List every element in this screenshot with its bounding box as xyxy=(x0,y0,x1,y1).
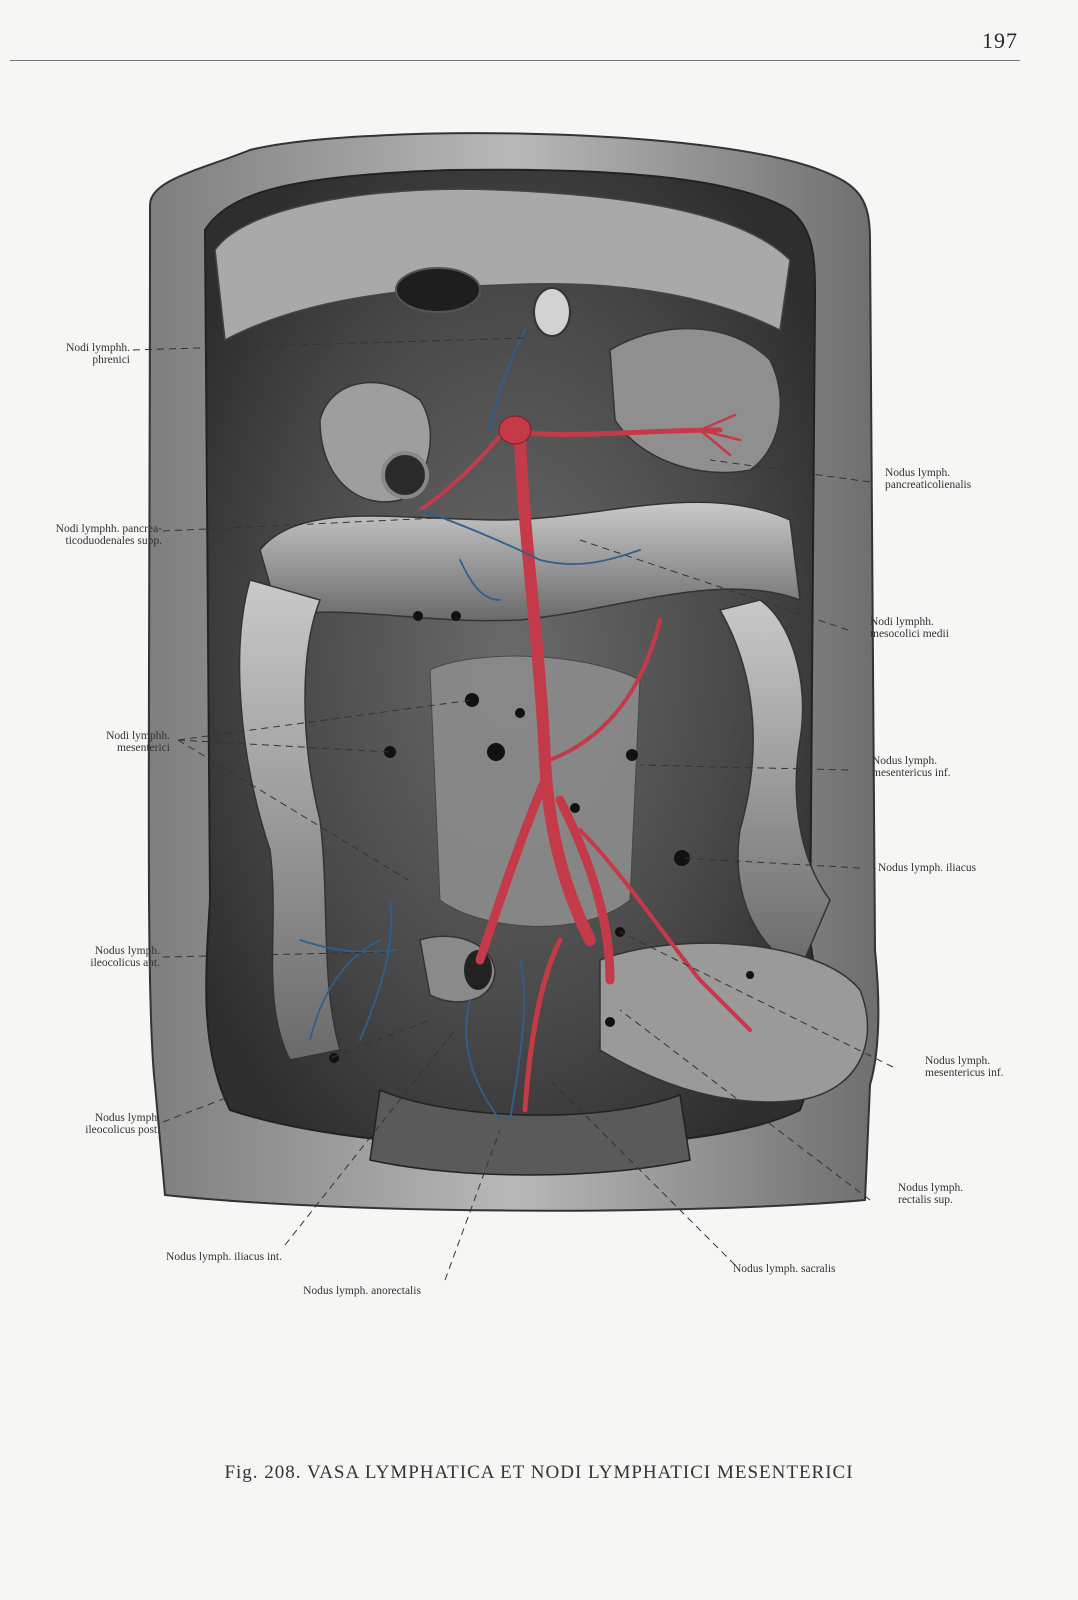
lymph-node xyxy=(487,743,505,761)
label-line: phrenici xyxy=(92,354,130,366)
label-nodi-phrenici: Nodi lymphh. phrenici xyxy=(20,342,130,366)
label-pancreaticolienalis: Nodus lymph. pancreaticolienalis xyxy=(885,467,1035,491)
label-line: Nodi lymphh. pancrea- xyxy=(55,523,162,535)
leader-pancreaticoduodenales xyxy=(162,517,439,532)
leader-mesentericus-inf-b xyxy=(619,931,894,1068)
label-line: mesocolici medii xyxy=(870,628,949,640)
pelvis xyxy=(369,1088,691,1176)
leader-rectalis-sup xyxy=(619,1009,871,1201)
stomach xyxy=(609,327,782,474)
lymph-nodes xyxy=(329,611,754,1063)
label-line: Nodus lymph. xyxy=(885,467,951,479)
label-nodi-mesenterici: Nodi lymphh. mesenterici xyxy=(50,730,170,754)
lymph-vessels xyxy=(299,329,641,1121)
lymph-node xyxy=(413,611,423,621)
label-line: pancreaticolienalis xyxy=(885,479,972,491)
label-mesentericus-inf: Nodus lymph. mesentericus inf. xyxy=(872,755,1022,779)
common-iliac-right xyxy=(555,795,615,985)
leader-mesenterici-a xyxy=(177,699,473,741)
lymph-node xyxy=(515,708,525,718)
label-line: Nodus lymph. xyxy=(925,1055,991,1067)
aortic-bulb xyxy=(498,415,532,445)
label-line: Nodus lymph. iliacus xyxy=(878,862,977,874)
lymph-node xyxy=(746,971,754,979)
inferior-mesenteric xyxy=(548,618,662,762)
label-line: Nodi lymphh. xyxy=(66,342,130,354)
label-line: Nodus lymph. xyxy=(898,1182,964,1194)
label-mesentericus-inf-b: Nodus lymph. mesentericus inf. xyxy=(925,1055,1055,1079)
ascending-colon xyxy=(238,579,341,1061)
label-sacralis: Nodus lymph. sacralis xyxy=(733,1263,903,1275)
lymph-node xyxy=(451,611,461,621)
sigmoid-branch xyxy=(578,828,752,1032)
label-line: Nodi lymphh. xyxy=(106,730,170,742)
label-line: Nodus lymph. xyxy=(94,1112,160,1124)
label-line: rectalis sup. xyxy=(898,1194,953,1206)
leader-iliacus xyxy=(681,857,861,869)
header-rule xyxy=(10,60,1020,61)
lymph-node xyxy=(570,803,580,813)
ileum-lumen xyxy=(464,950,492,990)
label-line: mesenterici xyxy=(116,742,170,754)
leader-sacralis xyxy=(549,1079,736,1266)
label-anorectalis: Nodus lymph. anorectalis xyxy=(272,1285,452,1297)
lymph-node xyxy=(626,749,638,761)
label-line: Nodus lymph. sacralis xyxy=(733,1263,836,1275)
lymph-node xyxy=(384,746,396,758)
aortic-opening xyxy=(533,287,571,337)
rectal-artery xyxy=(522,937,563,1113)
label-line: Nodus lymph. xyxy=(94,945,160,957)
esophageal-opening xyxy=(395,267,481,313)
splenic-branches xyxy=(698,413,742,457)
label-line: ileocolicus ant. xyxy=(90,957,160,969)
label-rectalis-sup: Nodus lymph. rectalis sup. xyxy=(898,1182,1028,1206)
label-line: ileocolicus post. xyxy=(85,1124,160,1136)
arteries xyxy=(418,413,752,1113)
label-ileocolicus-ant: Nodus lymph. ileocolicus ant. xyxy=(40,945,160,969)
label-pancreaticoduodenales: Nodi lymphh. pancrea- ticoduodenales sup… xyxy=(8,523,162,547)
lymph-node xyxy=(329,1053,339,1063)
leader-mesenterici-c xyxy=(177,739,409,881)
hepatic-artery xyxy=(418,428,507,512)
aorta xyxy=(514,434,596,946)
label-iliacus: Nodus lymph. iliacus xyxy=(878,862,1028,874)
label-line: Nodi lymphh. xyxy=(870,616,934,628)
leader-pancreaticolienalis xyxy=(709,459,871,483)
label-line: Nodus lymph. anorectalis xyxy=(303,1285,421,1297)
lymph-node xyxy=(465,693,479,707)
leader-lines xyxy=(132,337,894,1281)
common-iliac-left xyxy=(475,775,550,965)
duodenum-lumen xyxy=(381,451,429,499)
page-number: 197 xyxy=(982,28,1018,53)
label-mesocolici-medii: Nodi lymphh. mesocolici medii xyxy=(870,616,1020,640)
lymph-node xyxy=(605,1017,615,1027)
label-line: mesentericus inf. xyxy=(925,1067,1004,1079)
leader-anorectalis xyxy=(444,1129,501,1281)
leader-mesentericus-inf xyxy=(639,764,849,771)
label-line: ticoduodenales supp. xyxy=(65,535,162,547)
leader-ileocolicus-ant xyxy=(162,951,391,958)
label-iliacus-int: Nodus lymph. iliacus int. xyxy=(110,1251,282,1263)
leader-phrenici xyxy=(132,337,526,351)
sigmoid-colon xyxy=(599,942,869,1103)
label-line: Nodus lymph. iliacus int. xyxy=(166,1251,282,1263)
label-line: mesentericus inf. xyxy=(872,767,951,779)
lymph-node xyxy=(674,850,690,866)
label-line: Nodus lymph. xyxy=(872,755,938,767)
leader-iliacus-int xyxy=(284,1029,456,1246)
figure-caption: Fig. 208. VASA LYMPHATICA ET NODI LYMPHA… xyxy=(224,1462,854,1483)
label-ileocolicus-post: Nodus lymph. ileocolicus post. xyxy=(40,1112,160,1136)
